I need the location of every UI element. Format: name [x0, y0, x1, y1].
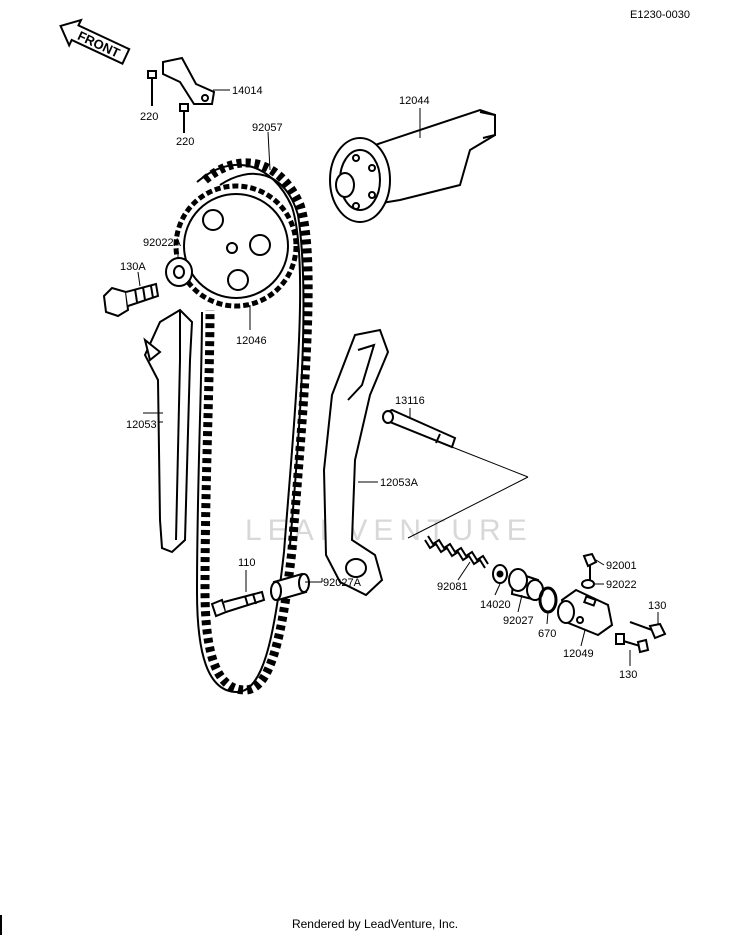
front-arrow-icon: FRONT: [59, 18, 131, 65]
label-12046: 12046: [236, 335, 267, 347]
label-130-lower: 130: [619, 669, 637, 681]
label-14014: 14014: [232, 85, 263, 97]
washer-92022A: [165, 257, 193, 287]
label-92027: 92027: [503, 615, 534, 627]
ball-14020: [492, 564, 508, 584]
o-ring-670: [538, 586, 558, 614]
bolt-130-upper: [629, 621, 667, 640]
tensioner-body-12049: [557, 588, 614, 637]
label-220-b: 220: [176, 136, 194, 148]
bracket-14014: [147, 56, 216, 133]
label-92057: 92057: [252, 122, 283, 134]
label-12053: 12053: [126, 419, 157, 431]
footer-credit: Rendered by LeadVenture, Inc.: [291, 917, 459, 931]
label-110: 110: [238, 557, 256, 569]
pin-13116: [382, 408, 457, 449]
collar-92027A: [270, 572, 310, 602]
bolt-130A: [102, 282, 160, 318]
front-label: FRONT: [75, 28, 122, 61]
chain-tensioner-guide-12053A: [322, 328, 390, 597]
label-92022: 92022: [606, 579, 637, 591]
label-92027A: 92027A: [323, 577, 362, 589]
label-92001: 92001: [606, 560, 637, 572]
cam-sprocket-12046: [173, 183, 299, 309]
label-92022A: 92022A: [143, 237, 182, 249]
bolt-110: [210, 590, 266, 618]
label-12053A: 12053A: [380, 477, 419, 489]
watermark-text: LEADVENTURE: [245, 514, 533, 547]
sleeve-92027: [508, 568, 544, 602]
label-12044: 12044: [399, 95, 430, 107]
washer-92022: [581, 579, 595, 589]
chain-guide-12053: [143, 308, 194, 554]
watermark: LEADVENTURE: [245, 514, 533, 547]
bolt-92001: [582, 552, 598, 580]
label-14020: 14020: [480, 599, 511, 611]
camshaft-12044: [329, 108, 496, 223]
leader-lines: [137, 89, 659, 666]
label-670: 670: [538, 628, 556, 640]
label-220-a: 220: [140, 111, 158, 123]
label-92081: 92081: [437, 581, 468, 593]
label-13116: 13116: [395, 395, 425, 407]
label-12049: 12049: [563, 648, 594, 660]
part-labels: 14014 220 220 92057 12044 92022A 130A 12…: [120, 85, 666, 681]
timing-chain-92057: [195, 158, 313, 695]
edge-mark: [0, 915, 2, 935]
label-130-upper: 130: [648, 600, 666, 612]
bolt-130-lower: [615, 633, 650, 654]
spring-92081: [424, 535, 489, 569]
diagram-code: E1230-0030: [630, 9, 690, 21]
label-130A: 130A: [120, 261, 146, 273]
